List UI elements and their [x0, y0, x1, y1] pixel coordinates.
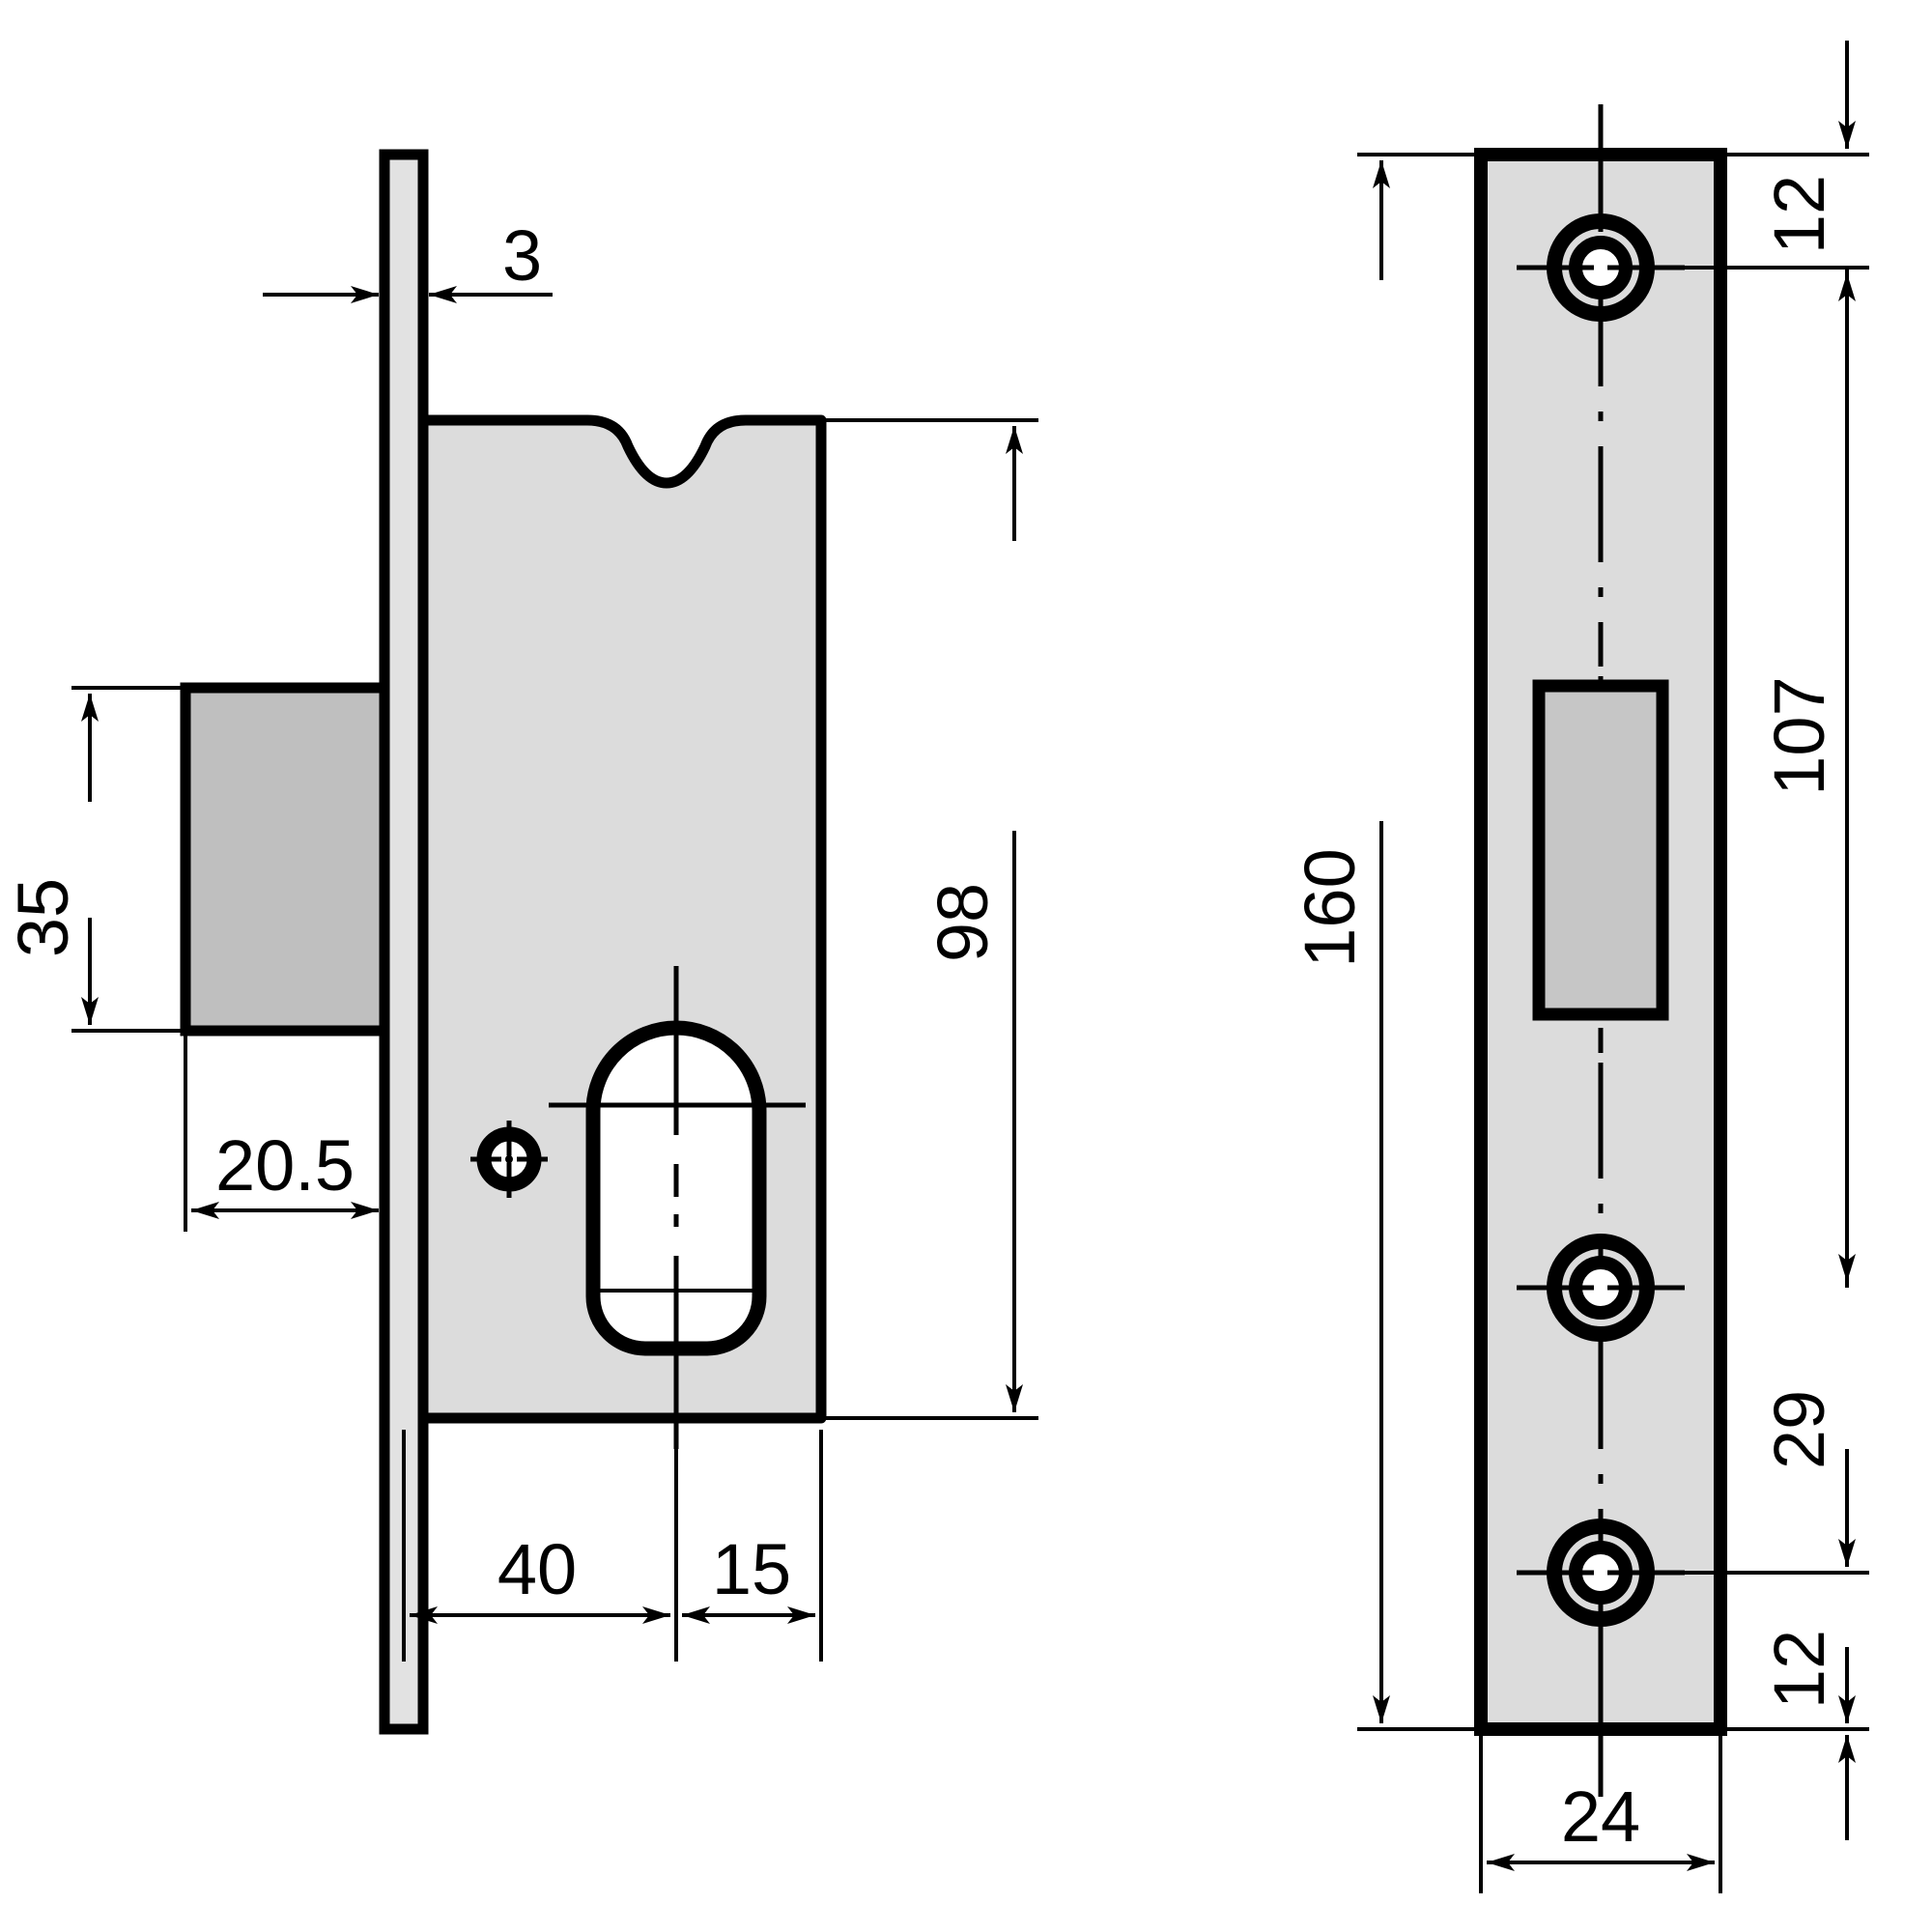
dimension-backset-40-and-15: 40 15 [402, 1430, 823, 1662]
dim-label-40: 40 [497, 1529, 577, 1609]
countersunk-screw-hole-middle [1517, 1234, 1685, 1342]
dim-label-3: 3 [502, 215, 542, 296]
latch-bolt [180, 682, 390, 1037]
dim-label-20-5: 20.5 [215, 1125, 355, 1206]
dimension-top-edge-to-first-hole: 12 [1685, 41, 1869, 382]
side-elevation-view: 3 35 20.5 98 [3, 149, 1038, 1735]
dim-label-107: 107 [1759, 676, 1839, 795]
dimension-latch-bolt-projection: 20.5 [184, 1031, 386, 1232]
dim-label-98: 98 [923, 883, 1003, 962]
dim-label-12-top: 12 [1759, 175, 1839, 254]
countersunk-screw-hole-bottom [1517, 1519, 1685, 1627]
dimension-case-height: 98 [821, 418, 1038, 1420]
dimension-faceplate-thickness: 3 [263, 213, 553, 319]
dimension-latch-bolt-height: 35 [3, 686, 290, 1033]
dimension-overall-length: 160 [1290, 153, 1481, 1731]
cylinder-fixing-screw-hole [470, 1121, 548, 1198]
latch-bolt-slot [1532, 679, 1669, 1021]
dimension-first-to-third-hole: 107 [1759, 268, 1849, 1288]
countersunk-screw-hole-top [1517, 213, 1685, 322]
dim-label-15: 15 [712, 1529, 791, 1609]
dim-label-12-bottom: 12 [1759, 1630, 1839, 1709]
dim-label-160: 160 [1290, 848, 1370, 967]
euro-profile-cylinder-cutout [549, 966, 806, 1449]
dim-label-24: 24 [1561, 1776, 1640, 1857]
dimension-faceplate-width: 24 [1479, 1729, 1722, 1893]
dim-label-29: 29 [1759, 1390, 1839, 1469]
faceplate-front-view: 12 160 107 29 12 [1290, 41, 1869, 1893]
dimension-bottom-hole-to-bottom-edge: 12 [1720, 1476, 1869, 1840]
dim-label-35: 35 [3, 878, 83, 957]
